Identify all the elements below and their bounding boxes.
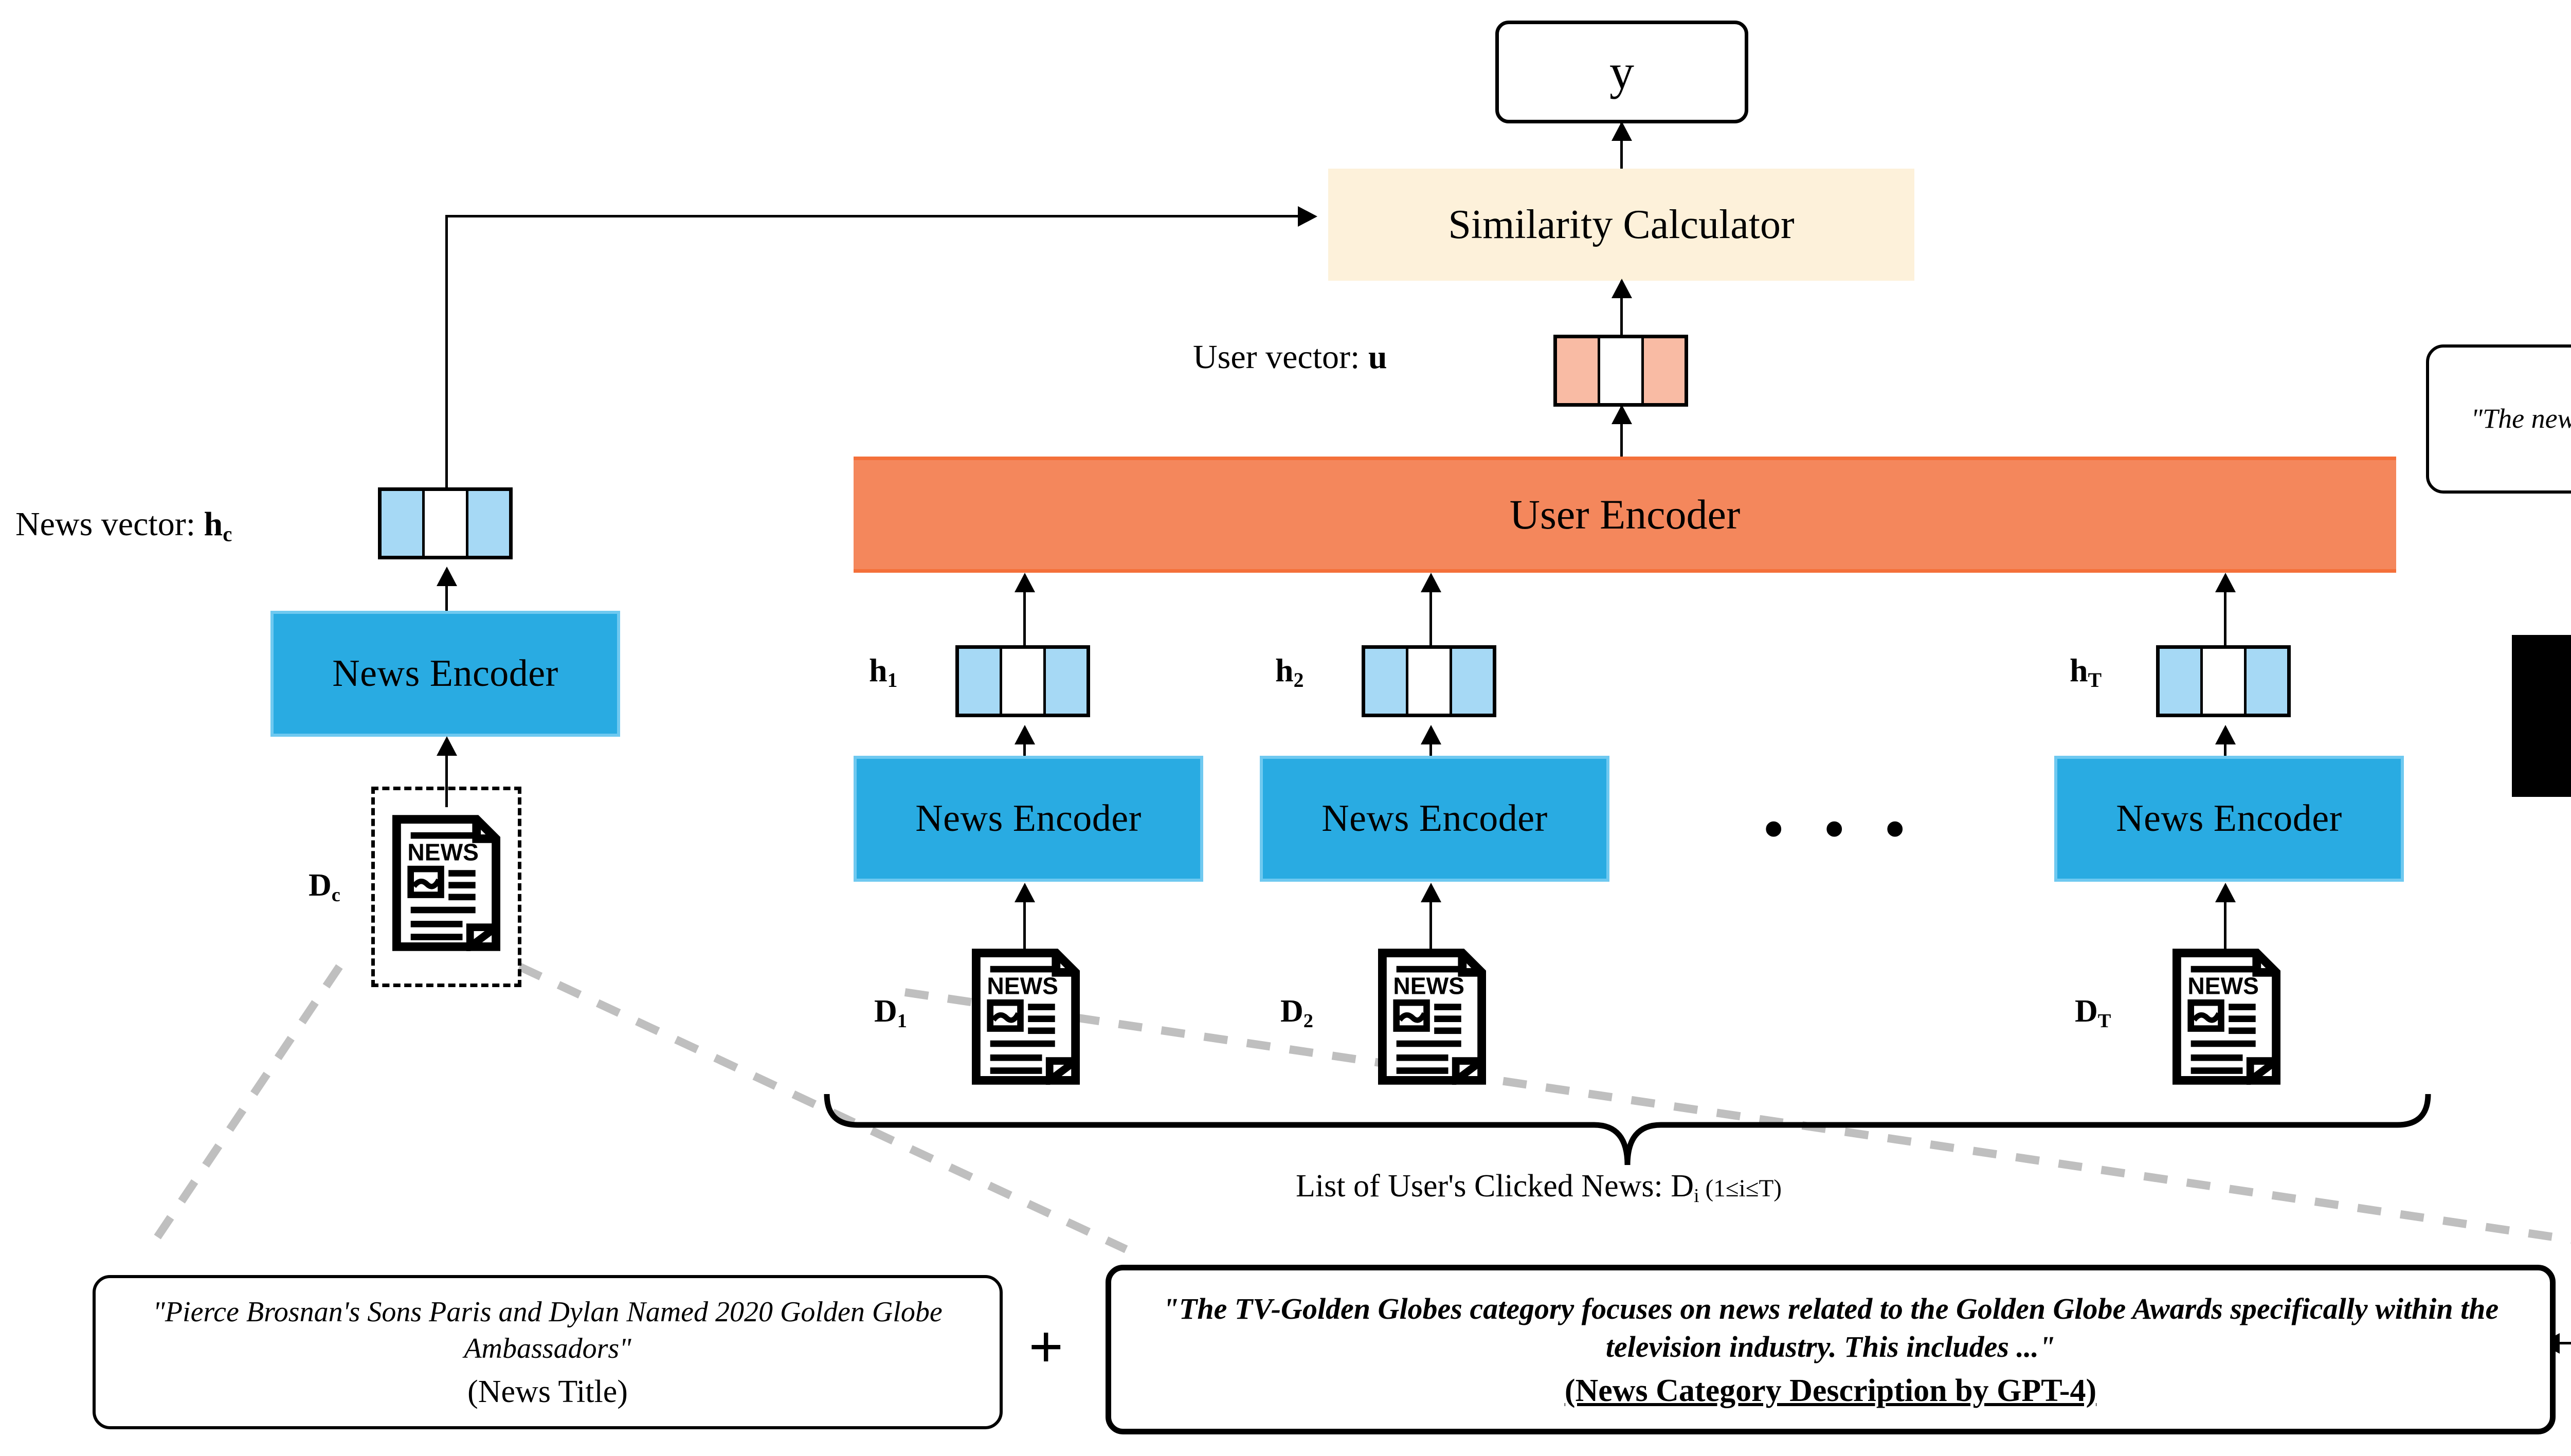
arrow-h1-to-uenc-head: [1015, 573, 1035, 592]
arrow-encT-to-hT-head: [2215, 725, 2236, 744]
clicked-news-list-label: List of User's Clicked News: Di (1≤i≤T): [1296, 1169, 1782, 1207]
category-description-quote: "The TV-Golden Globes category focuses o…: [1162, 1292, 2499, 1363]
news-vector-cell-1: [382, 491, 425, 556]
arrow-uenc-to-uvec-line: [1620, 407, 1623, 458]
arrow-uvec-to-sim-line: [1620, 281, 1623, 350]
user-vector-cell-1: [1557, 338, 1601, 403]
news-encoder-2-label: News Encoder: [1321, 797, 1548, 840]
elbow-hc-arrowhead: [1298, 206, 1317, 227]
d1-label: D1: [874, 994, 907, 1032]
news-title-quote: "Pierce Brosnan's Sons Paris and Dylan N…: [153, 1296, 943, 1364]
candidate-doc-dashed-box: [371, 787, 521, 987]
news-encoder-T-label: News Encoder: [2116, 797, 2342, 840]
clicked-news-brace: [824, 1094, 2431, 1166]
h1-cell-1: [959, 649, 1003, 714]
h1-cell-2: [1002, 649, 1046, 714]
arrow-uenc-to-uvec-head: [1612, 405, 1632, 424]
user-encoder-label: User Encoder: [1509, 490, 1741, 538]
news-document-icon-T: NEWS: [2172, 949, 2280, 1085]
dc-label: Dc: [309, 868, 340, 906]
arrow-enc1-to-h1-head: [1015, 725, 1035, 744]
plus-symbol: +: [1028, 1313, 1064, 1381]
arrow-h2-to-uenc-head: [1421, 573, 1441, 592]
svg-text:NEWS: NEWS: [407, 839, 479, 865]
hT-cell-2: [2203, 649, 2247, 714]
news-document-icon-2: NEWS: [1378, 949, 1486, 1085]
user-vector-cell-2: [1600, 338, 1644, 403]
user-vector-label: User vector: u: [1193, 338, 1387, 376]
arrow-hT-to-uenc-line: [2224, 592, 2226, 664]
svg-text:NEWS: NEWS: [1393, 972, 1464, 999]
category-description-caption: (News Category Description by GPT-4): [1564, 1373, 2097, 1408]
user-message-text: "The news category is tv-golden-globe": [2471, 403, 2571, 434]
news-encoder-T: News Encoder: [2054, 756, 2404, 882]
hT-label: hT: [2070, 652, 2102, 692]
arrow-dT-to-encT-line: [2224, 902, 2226, 954]
arrow-sim-to-y-line: [1620, 123, 1623, 175]
news-vector-label: News vector: hc: [15, 505, 232, 546]
arrow-h2-to-uenc-line: [1429, 592, 1432, 664]
h1-vector-cells: [955, 645, 1090, 717]
news-encoder-candidate: News Encoder: [270, 611, 620, 737]
output-y-box: y: [1495, 21, 1748, 123]
arrow-sim-to-y-head: [1612, 121, 1632, 141]
news-vector-cell-2: [425, 491, 468, 556]
h1-label: h1: [869, 652, 898, 692]
news-vector-cells: [378, 487, 513, 559]
arrow-enc2-to-h2-head: [1421, 725, 1441, 744]
arrow-h1-to-uenc-line: [1023, 592, 1026, 664]
elbow-hc-vertical: [445, 215, 448, 487]
news-encoder-1-label: News Encoder: [915, 797, 1142, 840]
elbow-hc-horizontal: [445, 215, 1299, 217]
h1-cell-3: [1045, 649, 1087, 714]
arrow-dc-to-encc-line: [445, 756, 448, 807]
ellipsis-between-encoders: • • •: [1764, 797, 1918, 860]
svg-text:NEWS: NEWS: [987, 972, 1058, 999]
news-encoder-2: News Encoder: [1260, 756, 1609, 882]
category-description-box: "The TV-Golden Globes category focuses o…: [1106, 1265, 2556, 1434]
similarity-calculator-label: Similarity Calculator: [1448, 202, 1795, 247]
arrow-d1-to-enc1-head: [1015, 883, 1035, 902]
arrow-d1-to-enc1-line: [1023, 902, 1026, 954]
arrow-encc-to-hc-head: [437, 567, 457, 586]
news-encoder-candidate-label: News Encoder: [332, 652, 558, 695]
d2-label: D2: [1280, 994, 1313, 1032]
user-message-box: "The news category is tv-golden-globe": [2426, 344, 2571, 494]
arrow-d2-to-enc2-line: [1429, 902, 1432, 954]
news-encoder-1: News Encoder: [854, 756, 1203, 882]
dT-label: DT: [2075, 994, 2111, 1032]
news-title-box: "Pierce Brosnan's Sons Paris and Dylan N…: [93, 1275, 1003, 1429]
news-title-caption: (News Title): [467, 1374, 628, 1410]
user-vector-cell-3: [1643, 338, 1685, 403]
arrow-hT-to-uenc-head: [2215, 573, 2236, 592]
hT-cell-1: [2160, 649, 2203, 714]
news-vector-cell-3: [468, 491, 509, 556]
output-y-label: y: [1609, 44, 1634, 99]
llm-block: LLM (GPT-4): [2512, 635, 2571, 797]
svg-text:NEWS: NEWS: [2187, 972, 2259, 999]
arrow-dT-to-encT-head: [2215, 883, 2236, 902]
user-vector-cells: [1553, 335, 1688, 407]
hT-cell-3: [2246, 649, 2287, 714]
arrow-llm-to-desc-horizontal: [2558, 1342, 2571, 1344]
hT-vector-cells: [2156, 645, 2291, 717]
user-encoder-block: User Encoder: [854, 457, 2396, 573]
news-document-icon-1: NEWS: [972, 949, 1080, 1085]
news-document-icon-candidate: NEWS: [392, 815, 500, 951]
h2-label: h2: [1275, 652, 1304, 692]
similarity-calculator-block: Similarity Calculator: [1328, 169, 1914, 281]
h2-vector-cells: [1362, 645, 1496, 717]
h2-cell-3: [1452, 649, 1493, 714]
user-message-header: User Message: [2463, 293, 2571, 321]
h2-cell-2: [1408, 649, 1452, 714]
arrow-d2-to-enc2-head: [1421, 883, 1441, 902]
h2-cell-1: [1365, 649, 1409, 714]
arrow-dc-to-encc-head: [437, 736, 457, 756]
arrow-uvec-to-sim-head: [1612, 279, 1632, 298]
